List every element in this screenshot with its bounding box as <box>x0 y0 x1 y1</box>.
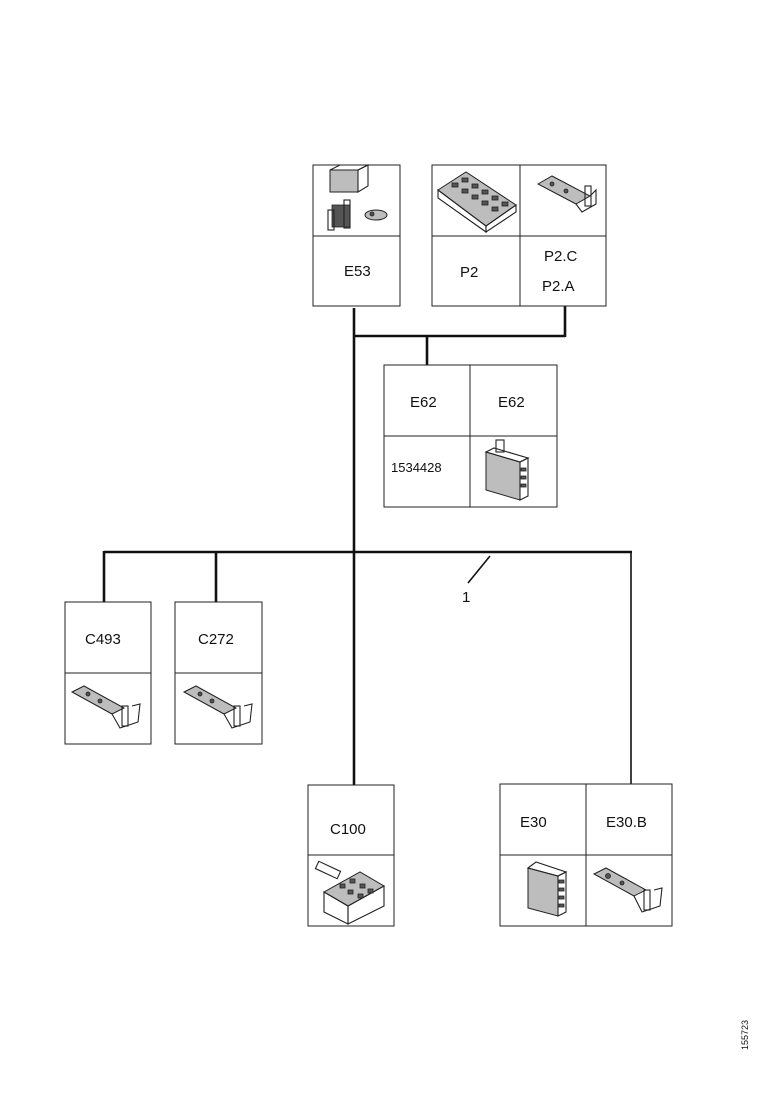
harness-callout-leader <box>467 555 491 584</box>
c272-label: C272 <box>198 631 234 648</box>
reference-code: 155723 <box>740 1019 750 1050</box>
harness-callout-label: 1 <box>462 589 470 606</box>
connector-c100[interactable]: C100 <box>307 784 395 927</box>
connector-e30[interactable]: E30 <box>499 783 587 927</box>
p2-label: P2 <box>460 264 478 281</box>
p2c-label: P2.C <box>544 248 578 265</box>
terminal-pin-icon <box>70 685 141 729</box>
terminal-pin-icon <box>182 685 253 729</box>
connector-c493[interactable]: C493 <box>64 601 152 745</box>
relay-socket-icon <box>327 164 388 231</box>
multi-pin-plug-icon <box>314 860 386 925</box>
module-connector-icon <box>526 861 568 917</box>
e30-label: E30 <box>520 814 547 831</box>
harness-wires <box>102 306 632 785</box>
e62-left-label: E62 <box>410 394 437 411</box>
terminal-pin-icon <box>592 867 663 913</box>
c100-label: C100 <box>330 821 366 838</box>
connector-e62-left[interactable]: E62 1534428 <box>383 364 471 508</box>
part-number-label: 1534428 <box>391 460 442 475</box>
c493-label: C493 <box>85 631 121 648</box>
connector-p2[interactable]: P2 <box>431 164 521 307</box>
module-connector-icon <box>484 439 530 501</box>
connector-e53[interactable]: E53 <box>312 164 401 307</box>
connector-e30b[interactable]: E30.B <box>585 783 673 927</box>
connector-c272[interactable]: C272 <box>174 601 263 745</box>
e62-right-label: E62 <box>498 394 525 411</box>
fuse-box-icon <box>437 171 517 234</box>
connector-p2c-p2a[interactable]: P2.C P2.A <box>519 164 607 307</box>
e53-label: E53 <box>344 263 371 280</box>
terminal-pin-icon <box>536 175 597 213</box>
p2a-label: P2.A <box>542 278 575 295</box>
connector-e62-right[interactable]: E62 <box>469 364 558 508</box>
e30b-label: E30.B <box>606 814 647 831</box>
